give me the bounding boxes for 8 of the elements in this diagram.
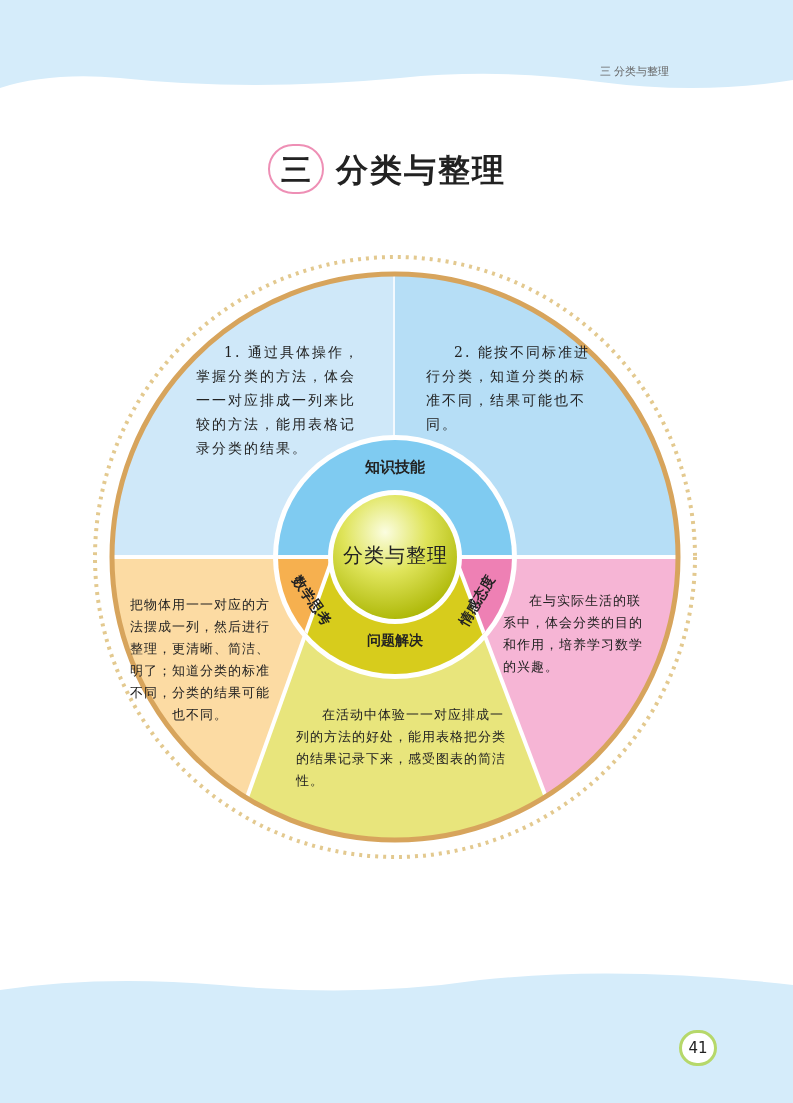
objective-text: 2. 能按不同标准进行分类，知道分类的标准不同，结果可能也不同。 — [426, 340, 592, 436]
title: 分类与整理 — [336, 150, 506, 191]
objective-text: 在活动中体验一一对应排成一列的方法的好处，能用表格把分类的结果记录下来，感受图表的简洁性。 — [296, 704, 510, 792]
ring-label: 问题解决 — [350, 630, 440, 651]
objective-text: 把物体用一一对应的方法摆成一列，然后进行整理，更清晰、简洁、明了；知道分类的标准不同，分类的结果可能也不同。 — [124, 594, 276, 726]
objective-text: 在与实际生活的联系中，体会分类的目的和作用，培养学习数学的兴趣。 — [503, 590, 653, 678]
running-header: 三 分类与整理 — [600, 64, 670, 80]
chapter-number-badge: 三 — [268, 144, 324, 194]
